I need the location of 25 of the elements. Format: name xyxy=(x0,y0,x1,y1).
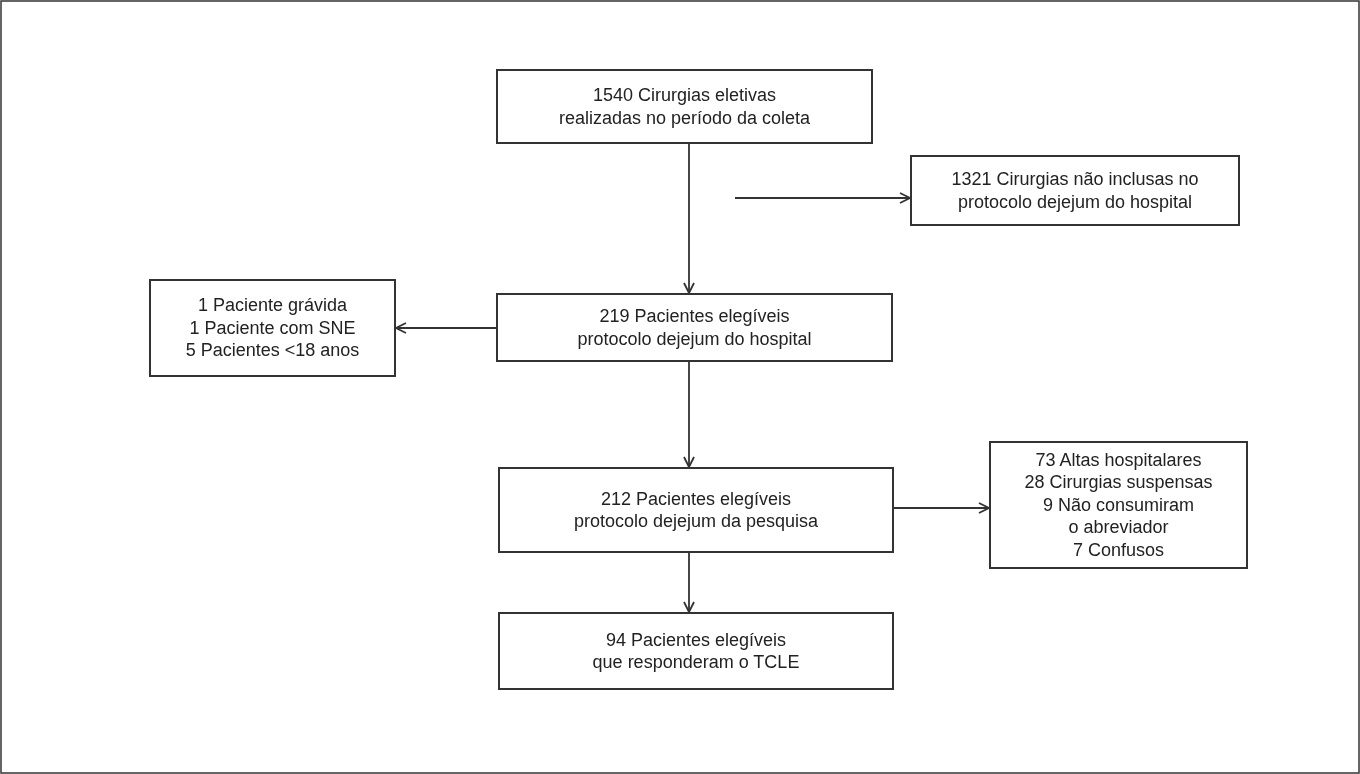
box-text: 212 Pacientes elegíveis protocolo dejejum da pesquisa xyxy=(572,487,820,533)
box-text: 1540 Cirurgias eletivas realizadas no período da coleta xyxy=(557,84,812,129)
process-box xyxy=(496,69,873,144)
process-box xyxy=(498,467,894,553)
box-text: 1 Paciente grávida xyxy=(197,294,348,317)
process-box xyxy=(149,279,396,377)
box-text: 7 Confusos xyxy=(1072,538,1165,562)
process-box xyxy=(910,155,1240,226)
arrow xyxy=(395,322,497,334)
arrow xyxy=(893,502,990,514)
box-text: 9 Não consumiram o abreviador xyxy=(1041,493,1196,539)
box-text: 1 Paciente com SNE xyxy=(189,316,356,340)
box-text: 28 Cirurgias suspensas xyxy=(1024,471,1213,494)
arrow xyxy=(734,192,911,204)
arrow xyxy=(683,143,695,294)
box-text: 1321 Cirurgias não inclusas no protocolo dejejum do hospital xyxy=(950,168,1200,213)
arrow xyxy=(683,552,695,613)
box-text: 219 Pacientes elegíveis protocolo dejejum do hospital xyxy=(576,305,813,350)
process-box xyxy=(498,612,894,690)
box-text: 5 Pacientes <18 anos xyxy=(185,339,360,362)
process-box xyxy=(496,293,893,362)
box-text: 94 Pacientes elegíveis que responderam o TCLE xyxy=(591,628,801,674)
box-text: 73 Altas hospitalares xyxy=(1035,448,1202,472)
process-box xyxy=(989,441,1248,569)
arrow xyxy=(683,361,695,468)
